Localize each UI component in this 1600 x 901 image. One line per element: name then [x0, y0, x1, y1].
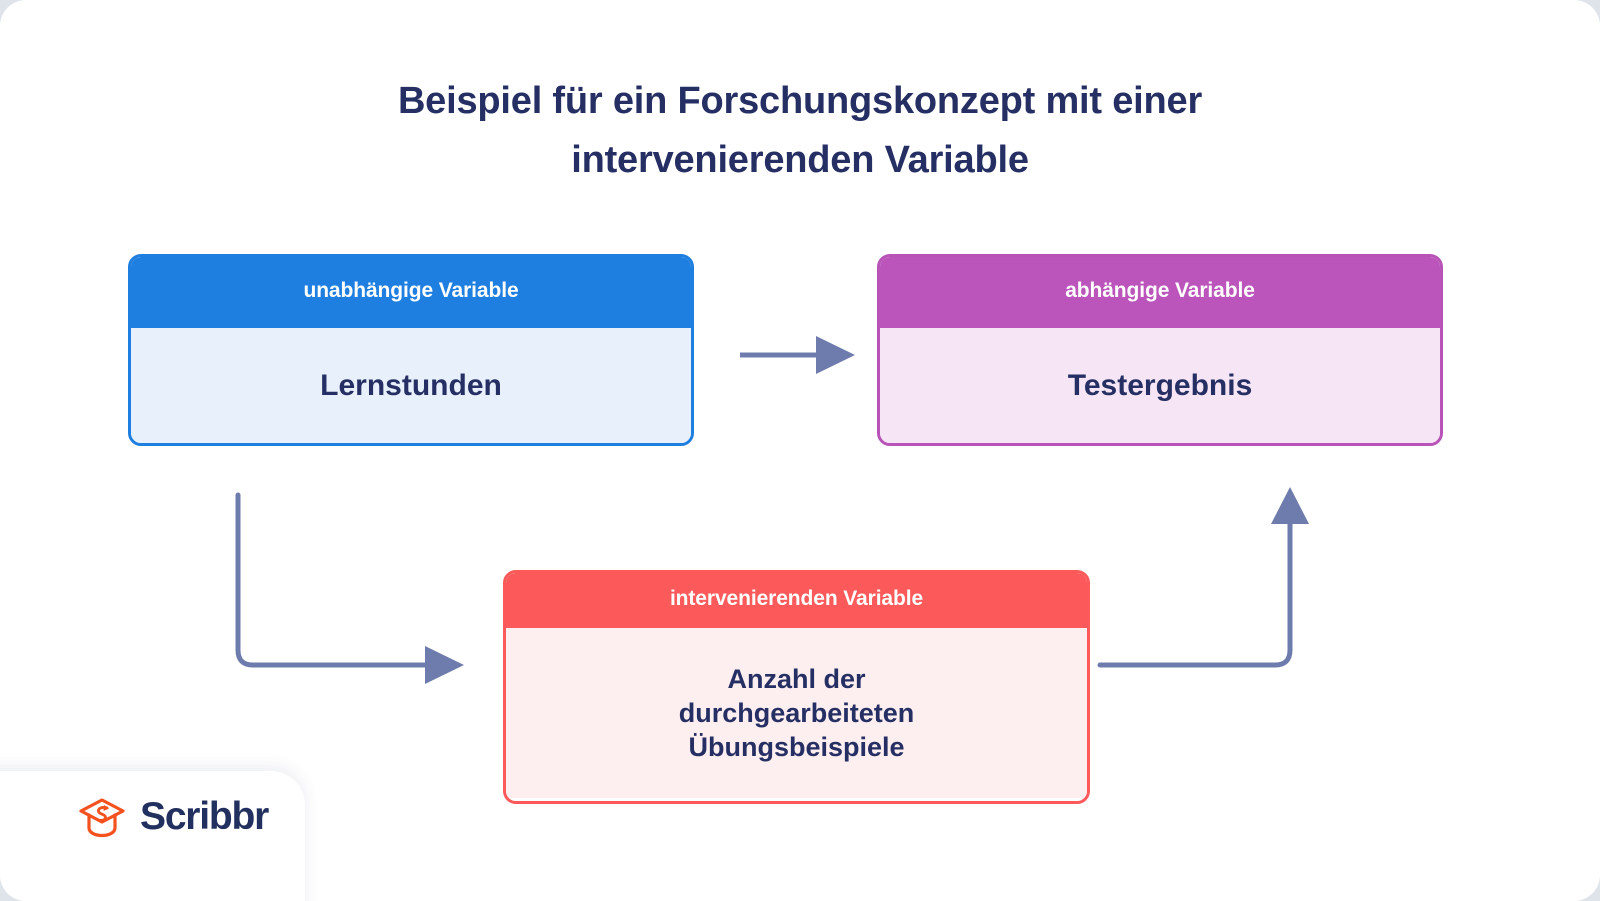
node-dependent-variable-body: Testergebnis	[880, 328, 1440, 443]
arrow-independent-to-intervening	[235, 492, 464, 684]
graduation-cap-icon	[79, 798, 125, 838]
scribbr-wordmark: Scribbr	[140, 795, 269, 838]
node-independent-variable[interactable]: unabhängige Variable Lernstunden	[128, 254, 694, 446]
node-dependent-variable-header: abhängige Variable	[880, 257, 1440, 328]
logo-badge	[0, 771, 305, 901]
node-intervening-variable-body-line-2: durchgearbeiteten	[678, 697, 915, 728]
node-independent-variable-body: Lernstunden	[131, 328, 691, 443]
node-independent-variable-header: unabhängige Variable	[131, 257, 691, 328]
node-intervening-variable[interactable]: intervenierenden Variable Anzahl der dur…	[503, 570, 1090, 804]
arrow-intervening-to-dependent	[1097, 487, 1309, 668]
node-intervening-variable-header: intervenierenden Variable	[506, 573, 1087, 628]
node-intervening-variable-body-line-1: Anzahl der	[727, 663, 866, 694]
arrow-independent-to-dependent	[740, 336, 855, 374]
node-intervening-variable-body: Anzahl der durchgearbeiteten Übungsbeisp…	[506, 628, 1087, 798]
page-title-line-1: Beispiel für ein Forschungskonzept mit e…	[397, 80, 1203, 122]
node-intervening-variable-body-line-3: Übungsbeispiele	[688, 732, 905, 762]
page-title-line-2: intervenierenden Variable	[571, 138, 1029, 181]
scribbr-logo[interactable]: Scribbr	[78, 795, 269, 839]
node-dependent-variable[interactable]: abhängige Variable Testergebnis	[877, 254, 1443, 446]
page-title: Beispiel für ein Forschungskonzept mit e…	[200, 72, 1400, 190]
